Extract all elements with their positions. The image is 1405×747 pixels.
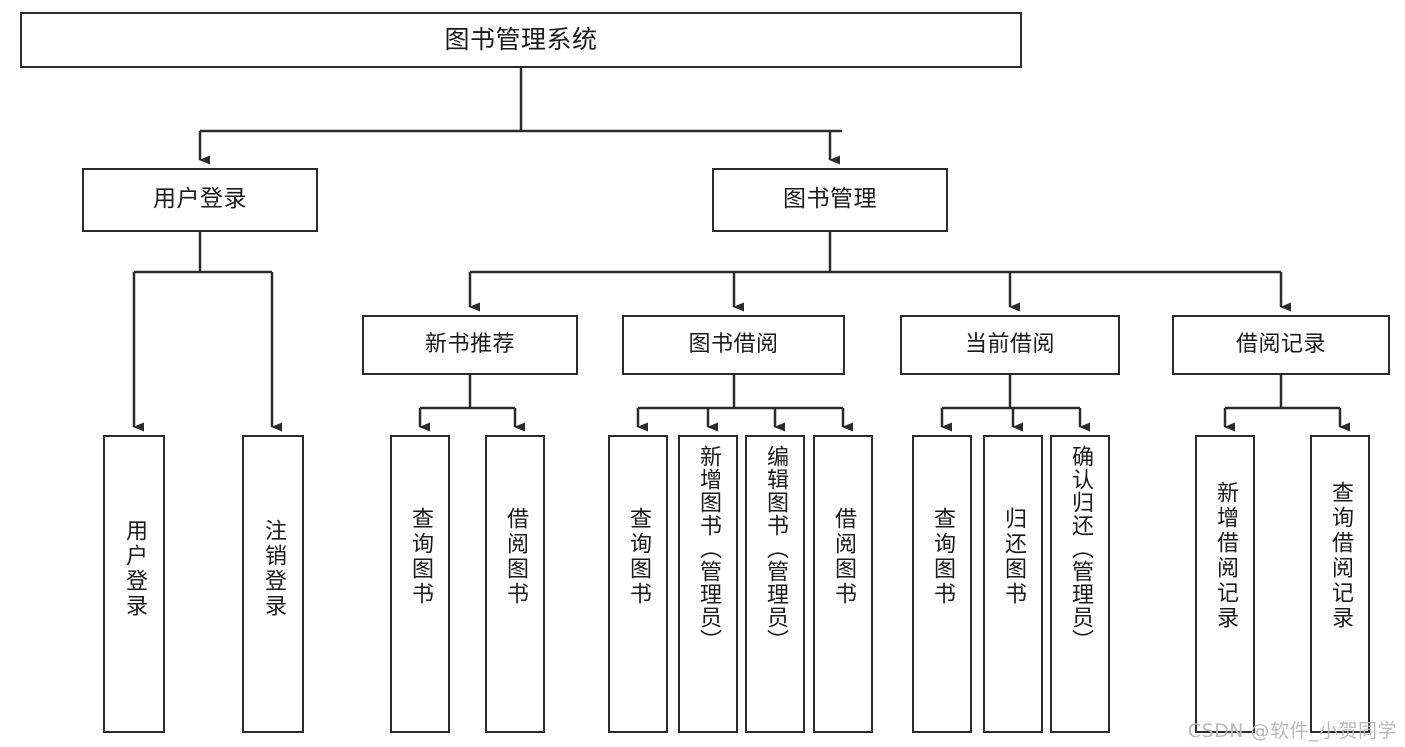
node-leaf-query-book-1[interactable]: 查询图书 xyxy=(390,435,450,733)
node-leaf-query-book-2-label: 查询图书 xyxy=(626,507,651,607)
node-leaf-logout-label: 注销登录 xyxy=(261,519,286,619)
node-leaf-logout[interactable]: 注销登录 xyxy=(242,435,304,733)
node-leaf-query-book-2[interactable]: 查询图书 xyxy=(608,435,668,733)
node-leaf-add-record[interactable]: 新增借阅记录 xyxy=(1195,435,1255,733)
node-leaf-add-book-label: 新增图书（管理员） xyxy=(696,445,721,652)
node-book-manage[interactable]: 图书管理 xyxy=(712,168,948,232)
node-leaf-edit-book-label: 编辑图书（管理员） xyxy=(763,445,788,652)
node-leaf-query-record-label: 查询借阅记录 xyxy=(1328,481,1353,631)
node-root[interactable]: 图书管理系统 xyxy=(20,12,1022,68)
node-leaf-confirm-return-label: 确认归还（管理员） xyxy=(1068,445,1093,652)
node-book-borrow-label: 图书借阅 xyxy=(688,332,779,358)
node-user-login[interactable]: 用户登录 xyxy=(82,168,318,232)
watermark: CSDN @软件_小贺同学 xyxy=(1187,720,1397,742)
node-root-label: 图书管理系统 xyxy=(444,25,598,55)
node-leaf-add-record-label: 新增借阅记录 xyxy=(1213,481,1238,631)
node-leaf-query-book-3[interactable]: 查询图书 xyxy=(912,435,972,733)
node-leaf-query-book-1-label: 查询图书 xyxy=(408,507,433,607)
node-leaf-confirm-return[interactable]: 确认归还（管理员） xyxy=(1050,435,1110,733)
node-new-book-recommend-label: 新书推荐 xyxy=(424,332,515,358)
node-borrow-record-label: 借阅记录 xyxy=(1235,332,1326,358)
node-current-borrow[interactable]: 当前借阅 xyxy=(900,315,1120,375)
node-leaf-borrow-book-1-label: 借阅图书 xyxy=(503,507,528,607)
node-new-book-recommend[interactable]: 新书推荐 xyxy=(362,315,578,375)
node-user-login-label: 用户登录 xyxy=(153,186,247,213)
node-leaf-query-book-3-label: 查询图书 xyxy=(930,507,955,607)
node-borrow-record[interactable]: 借阅记录 xyxy=(1172,315,1390,375)
node-leaf-borrow-book-1[interactable]: 借阅图书 xyxy=(485,435,545,733)
node-current-borrow-label: 当前借阅 xyxy=(964,332,1055,358)
node-leaf-user-login[interactable]: 用户登录 xyxy=(103,435,165,733)
node-leaf-user-login-label: 用户登录 xyxy=(122,519,147,619)
node-leaf-return-book[interactable]: 归还图书 xyxy=(983,435,1043,733)
node-leaf-borrow-book-2-label: 借阅图书 xyxy=(831,507,856,607)
node-book-manage-label: 图书管理 xyxy=(783,186,877,213)
node-leaf-edit-book[interactable]: 编辑图书（管理员） xyxy=(745,435,805,733)
node-book-borrow[interactable]: 图书借阅 xyxy=(622,315,845,375)
node-leaf-query-record[interactable]: 查询借阅记录 xyxy=(1310,435,1370,733)
node-leaf-return-book-label: 归还图书 xyxy=(1001,507,1026,607)
node-leaf-borrow-book-2[interactable]: 借阅图书 xyxy=(813,435,873,733)
node-leaf-add-book[interactable]: 新增图书（管理员） xyxy=(678,435,738,733)
